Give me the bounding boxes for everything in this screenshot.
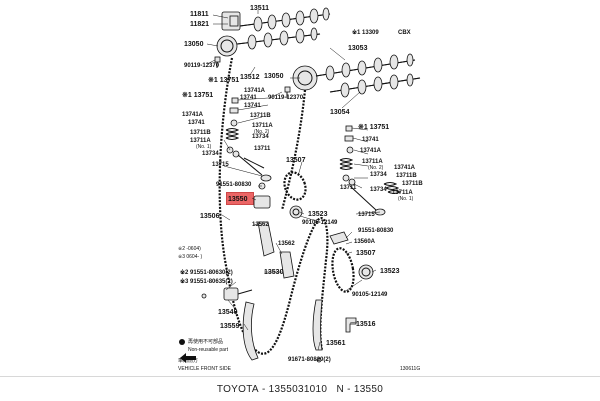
legend-text-en: Non-reusable part xyxy=(188,347,229,353)
label-13523-a: 13523 xyxy=(308,211,328,218)
label-13751-a: ※1 13751 xyxy=(208,76,239,84)
valve-assembly-right xyxy=(339,125,402,216)
label-13560A: 13560A xyxy=(354,239,376,245)
label-13741A-c: 13741A xyxy=(360,148,382,154)
label-cbx: CBX xyxy=(398,30,411,36)
label-13741A-b: 13741A xyxy=(182,112,204,118)
label-13050-b: 13050 xyxy=(264,73,284,80)
label-13507-a: 13507 xyxy=(286,157,306,164)
label-13561: 13561 xyxy=(326,340,346,347)
label-13711A-a: 13711A xyxy=(252,123,273,129)
label-91551-a: 91551-80830 xyxy=(216,182,252,188)
footer-sep-2: N - xyxy=(327,383,354,395)
label-13711-a: 13711 xyxy=(254,146,271,152)
footer-ref: 13550 xyxy=(353,383,384,395)
label-13711A-b: 13711A xyxy=(190,138,211,144)
label-13530: 13530 xyxy=(264,269,284,276)
label-91551-c: ※2 91551-80630(2) xyxy=(180,268,233,276)
label-13715-b: 13715 xyxy=(358,212,375,218)
label-90119-a: 90119-12370 xyxy=(184,63,220,69)
label-13741A-a: 13741A xyxy=(244,88,266,94)
label-13734-a: 13734 xyxy=(252,134,269,140)
label-no2-a: (No. 2) xyxy=(254,129,270,135)
label-13734-c: 13734 xyxy=(370,172,387,178)
label-91671: 91671-80820(2) xyxy=(288,357,331,363)
label-13507-b: 13507 xyxy=(356,250,376,257)
label-no1-b: (No. 1) xyxy=(398,196,414,202)
label-13711A-d: 13711A xyxy=(392,190,413,196)
label-no2-b: (No. 2) xyxy=(368,165,384,171)
label-13711B-a: 13711B xyxy=(250,113,271,119)
note-0604-b: ※3 0604- ) xyxy=(178,254,203,260)
valve-assembly-left xyxy=(225,97,272,182)
label-90119-b: 90119-12370 xyxy=(268,95,304,101)
label-13711A-c: 13711A xyxy=(362,159,383,165)
label-13741-c: 13741 xyxy=(188,120,205,126)
key-13516 xyxy=(345,317,357,333)
label-11821: 11821 xyxy=(190,21,209,28)
legend-symbols xyxy=(179,339,196,363)
footer-sep-1: - xyxy=(258,383,269,395)
sprocket-13523-upper xyxy=(289,205,303,219)
front-text-en: VEHICLE FRONT SIDE xyxy=(178,366,232,372)
figure-code: 130611G xyxy=(400,366,420,372)
label-90105-a: 90105-12149 xyxy=(302,220,338,226)
label-13523-b: 13523 xyxy=(380,268,400,275)
label-91551-d: ※3 91551-80635(2) xyxy=(180,277,233,285)
label-13516: 13516 xyxy=(356,321,376,328)
chain-guide-13562 xyxy=(257,221,295,279)
label-13741-d: 13741 xyxy=(362,137,379,143)
label-13711B-d: 13711B xyxy=(402,181,423,187)
label-13550: 13550 xyxy=(228,196,248,203)
leader-lines xyxy=(206,10,381,361)
bolt-90119-right xyxy=(284,86,291,98)
label-13751-c: ※1 13751 xyxy=(358,123,389,131)
label-13711-b: 13711 xyxy=(340,185,357,191)
footer-brand: TOYOTA xyxy=(216,383,259,395)
label-13512: 13512 xyxy=(240,74,260,81)
label-13559: 13559 xyxy=(220,323,240,330)
label-13053: 13053 xyxy=(348,45,368,52)
label-13741A-d: 13741A xyxy=(394,165,416,171)
label-13506: 13506 xyxy=(200,213,220,220)
chain-13507-upper xyxy=(283,171,307,201)
bolt-90119-left xyxy=(214,56,221,68)
label-no1-a: (No. 1) xyxy=(196,144,212,150)
front-text-jp: 車両前方 xyxy=(178,357,198,364)
label-13562-a: 13562 xyxy=(252,222,269,228)
note-0604-a: ※2 -0604) xyxy=(178,246,201,252)
label-13711B-c: 13711B xyxy=(396,173,417,179)
chain-13507-lower xyxy=(329,231,374,293)
label-13711B-b: 13711B xyxy=(190,130,211,136)
label-13309: ※1 13309 xyxy=(352,28,379,36)
chain-guide-13561 xyxy=(312,299,323,363)
label-13511: 13511 xyxy=(250,5,269,12)
chain-guide-13559 xyxy=(242,301,259,361)
legend-text-jp: 再使用不可部品 xyxy=(188,338,223,345)
label-13050-a: 13050 xyxy=(184,41,204,48)
label-13054: 13054 xyxy=(330,109,350,116)
label-13734-d: 13734 xyxy=(370,187,387,193)
label-13540: 13540 xyxy=(218,309,238,316)
intake-camshaft-left xyxy=(216,7,331,57)
label-13741-a: 13741 xyxy=(240,95,257,101)
tensioner-13550 xyxy=(253,182,271,209)
label-13562-b: 13562 xyxy=(278,241,295,247)
label-90105-b: 90105-12149 xyxy=(352,292,388,298)
label-13751-b: ※1 13751 xyxy=(182,91,213,99)
label-91551-b: 91551-80830 xyxy=(358,228,394,234)
label-13741-b: 13741 xyxy=(244,103,261,109)
tensioner-13540 xyxy=(201,287,253,301)
label-11811: 11811 xyxy=(190,11,209,18)
label-13734-b: 13734 xyxy=(202,151,219,157)
exhaust-camshaft-right xyxy=(292,53,421,98)
label-13715-a: 13715 xyxy=(212,162,229,168)
footer-caption: TOYOTA - 1355031010 N - 13550 xyxy=(0,376,600,401)
footer-part-number: 1355031010 xyxy=(268,383,328,395)
part-labels: 11811 11821 13511 ※1 13309 CBX 13050 901… xyxy=(178,5,423,372)
timing-chain-main xyxy=(218,57,329,355)
